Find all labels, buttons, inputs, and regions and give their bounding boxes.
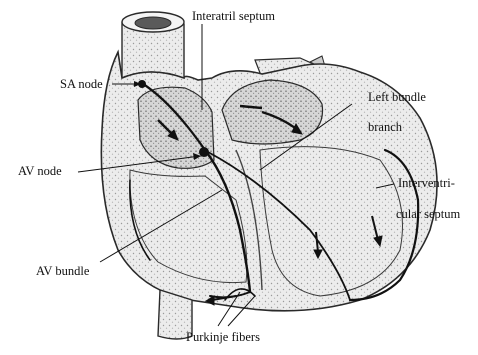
label-interventricular-line1: Interventri-	[398, 177, 455, 190]
label-interatrial-septum: Interatril septum	[192, 10, 275, 23]
superior-vena-cava	[122, 12, 184, 78]
label-sa-node: SA node	[60, 78, 103, 91]
label-purkinje-fibers: Purkinje fibers	[186, 331, 260, 344]
label-av-bundle: AV bundle	[36, 265, 89, 278]
label-branch: branch	[368, 121, 402, 134]
label-av-node: AV node	[18, 165, 62, 178]
label-interventricular-line2: cular septum	[396, 208, 460, 221]
av-node-mark	[199, 147, 209, 157]
label-left-bundle: Left bundle	[368, 91, 426, 104]
